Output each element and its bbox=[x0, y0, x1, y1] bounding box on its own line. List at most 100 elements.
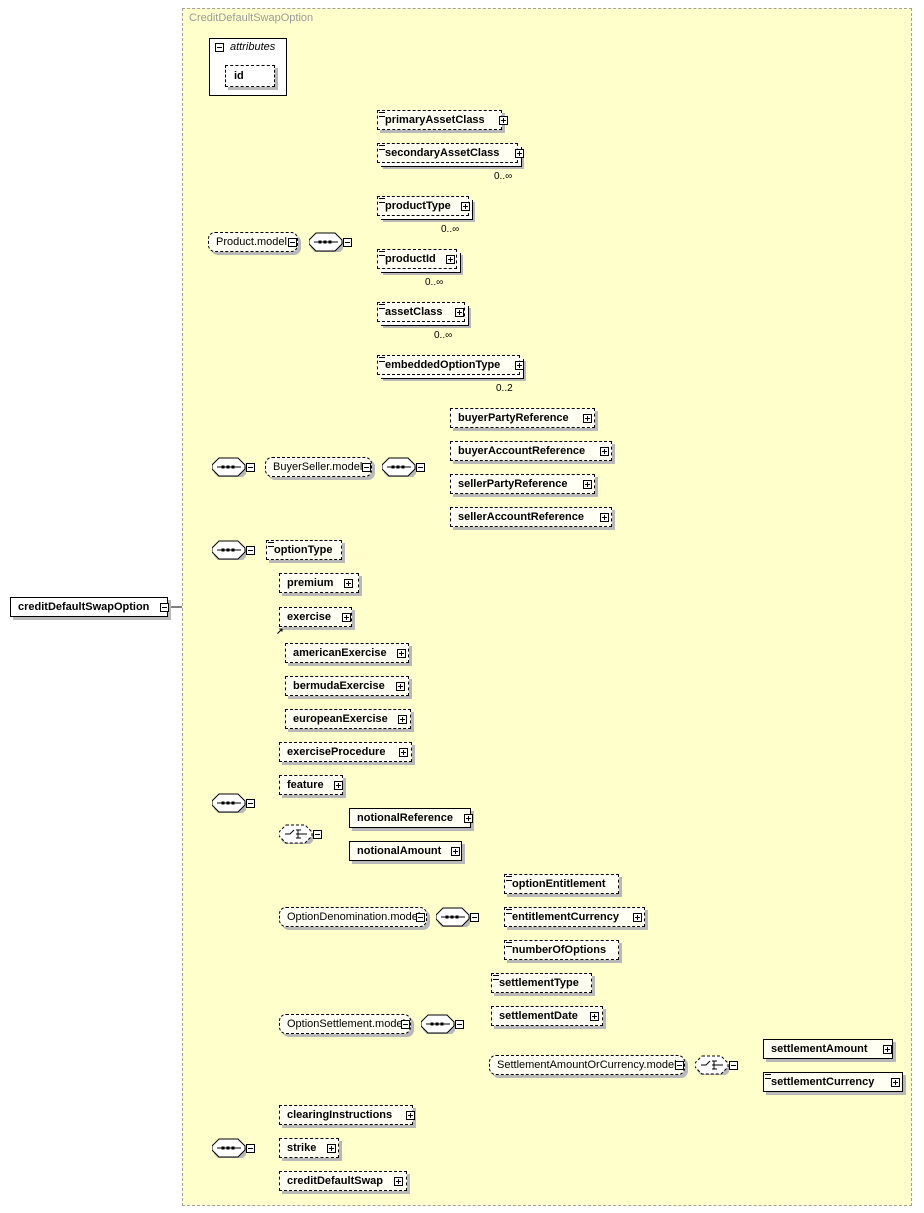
element-numberOfOptions[interactable]: numberOfOptions bbox=[504, 940, 619, 960]
element-premium[interactable]: premium bbox=[279, 573, 359, 593]
sequence-compositor-icon[interactable] bbox=[421, 1014, 455, 1034]
element-creditDefaultSwap[interactable]: creditDefaultSwap bbox=[279, 1171, 407, 1191]
choice-compositor-icon[interactable] bbox=[695, 1055, 729, 1075]
element-exerciseProcedure[interactable]: exerciseProcedure bbox=[279, 742, 412, 762]
group-optionsettlement-model[interactable]: OptionSettlement.model bbox=[279, 1014, 411, 1034]
element-europeanExercise[interactable]: europeanExercise bbox=[285, 709, 411, 729]
expand-icon[interactable] bbox=[406, 1111, 415, 1120]
element-optionEntitlement[interactable]: optionEntitlement bbox=[504, 874, 619, 894]
expand-icon[interactable] bbox=[397, 649, 406, 658]
element-label: entitlementCurrency bbox=[512, 911, 619, 923]
element-buyerAccountReference[interactable]: buyerAccountReference bbox=[450, 441, 612, 461]
collapse-icon[interactable] bbox=[160, 603, 169, 612]
element-label: settlementAmount bbox=[771, 1043, 868, 1055]
attribute-id[interactable]: id bbox=[225, 65, 275, 87]
sequence-compositor-icon[interactable] bbox=[436, 907, 470, 927]
expand-icon[interactable] bbox=[461, 202, 470, 211]
element-sellerPartyReference[interactable]: sellerPartyReference bbox=[450, 474, 595, 494]
expand-icon[interactable] bbox=[600, 447, 609, 456]
group-optiondenomination-model[interactable]: OptionDenomination.model bbox=[279, 907, 427, 927]
element-settlementAmount[interactable]: settlementAmount bbox=[763, 1039, 893, 1059]
sequence-compositor-icon[interactable] bbox=[212, 540, 246, 560]
element-primaryAssetClass[interactable]: primaryAssetClass bbox=[377, 110, 502, 130]
expand-icon[interactable] bbox=[396, 682, 405, 691]
element-settlementType[interactable]: settlementType bbox=[491, 973, 592, 993]
collapse-icon[interactable] bbox=[246, 799, 255, 808]
collapse-icon[interactable] bbox=[362, 463, 371, 472]
collapse-icon[interactable] bbox=[729, 1061, 738, 1070]
element-assetClass[interactable]: assetClass bbox=[377, 302, 465, 322]
collapse-icon[interactable] bbox=[470, 913, 479, 922]
element-secondaryAssetClass[interactable]: secondaryAssetClass bbox=[377, 143, 518, 163]
sequence-compositor-icon[interactable] bbox=[382, 457, 416, 477]
expand-icon[interactable] bbox=[590, 1012, 599, 1021]
collapse-icon[interactable] bbox=[416, 913, 425, 922]
group-buyerseller-model[interactable]: BuyerSeller.model bbox=[265, 457, 372, 477]
group-label: SettlementAmountOrCurrency.model bbox=[497, 1059, 677, 1071]
group-product-model[interactable]: Product.model bbox=[208, 232, 298, 252]
expand-icon[interactable] bbox=[583, 414, 592, 423]
expand-icon[interactable] bbox=[327, 1144, 336, 1153]
collapse-icon[interactable] bbox=[313, 830, 322, 839]
collapse-icon[interactable] bbox=[246, 463, 255, 472]
collapse-icon[interactable] bbox=[416, 463, 425, 472]
collapse-icon[interactable] bbox=[246, 1144, 255, 1153]
collapse-icon[interactable] bbox=[215, 43, 224, 52]
expand-icon[interactable] bbox=[399, 748, 408, 757]
element-strike[interactable]: strike bbox=[279, 1138, 339, 1158]
element-settlementDate[interactable]: settlementDate bbox=[491, 1006, 603, 1026]
element-buyerPartyReference[interactable]: buyerPartyReference bbox=[450, 408, 595, 428]
element-notionalReference[interactable]: notionalReference bbox=[349, 808, 471, 828]
expand-icon[interactable] bbox=[891, 1078, 900, 1087]
expand-icon[interactable] bbox=[394, 1177, 403, 1186]
collapse-icon[interactable] bbox=[401, 1020, 410, 1029]
element-embeddedOptionType[interactable]: embeddedOptionType bbox=[377, 355, 520, 375]
expand-icon[interactable] bbox=[446, 255, 455, 264]
element-settlementCurrency[interactable]: settlementCurrency bbox=[763, 1072, 903, 1092]
expand-icon[interactable] bbox=[334, 781, 343, 790]
element-label: premium bbox=[287, 577, 334, 589]
expand-icon[interactable] bbox=[344, 579, 353, 588]
element-sellerAccountReference[interactable]: sellerAccountReference bbox=[450, 507, 612, 527]
element-entitlementCurrency[interactable]: entitlementCurrency bbox=[504, 907, 645, 927]
element-label: buyerAccountReference bbox=[458, 445, 586, 457]
cardinality: 0..∞ bbox=[494, 171, 513, 182]
expand-icon[interactable] bbox=[398, 715, 407, 724]
element-label: creditDefaultSwap bbox=[287, 1175, 383, 1187]
sequence-compositor-icon[interactable] bbox=[212, 1138, 246, 1158]
element-optionType[interactable]: optionType bbox=[266, 540, 342, 560]
expand-icon[interactable] bbox=[464, 814, 473, 823]
expand-icon[interactable] bbox=[633, 913, 642, 922]
expand-icon[interactable] bbox=[342, 613, 351, 622]
expand-icon[interactable] bbox=[583, 480, 592, 489]
collapse-icon[interactable] bbox=[455, 1020, 464, 1029]
collapse-icon[interactable] bbox=[288, 238, 297, 247]
element-label: optionEntitlement bbox=[512, 878, 606, 890]
choice-compositor-icon[interactable] bbox=[279, 824, 313, 844]
element-notionalAmount[interactable]: notionalAmount bbox=[349, 841, 462, 861]
element-americanExercise[interactable]: americanExercise bbox=[285, 643, 409, 663]
expand-icon[interactable] bbox=[515, 361, 524, 370]
element-feature[interactable]: feature bbox=[279, 775, 343, 795]
expand-icon[interactable] bbox=[455, 308, 464, 317]
root-element[interactable]: creditDefaultSwapOption bbox=[10, 597, 168, 617]
element-productId[interactable]: productId bbox=[377, 249, 457, 269]
expand-icon[interactable] bbox=[499, 116, 508, 125]
sequence-compositor-icon[interactable] bbox=[309, 232, 343, 252]
expand-icon[interactable] bbox=[600, 513, 609, 522]
element-productType[interactable]: productType bbox=[377, 196, 469, 216]
expand-icon[interactable] bbox=[515, 149, 524, 158]
collapse-icon[interactable] bbox=[343, 238, 352, 247]
element-label: europeanExercise bbox=[293, 713, 388, 725]
documentation-icon bbox=[493, 975, 499, 980]
expand-icon[interactable] bbox=[883, 1045, 892, 1054]
collapse-icon[interactable] bbox=[246, 546, 255, 555]
expand-icon[interactable] bbox=[451, 847, 460, 856]
sequence-compositor-icon[interactable] bbox=[212, 793, 246, 813]
element-bermudaExercise[interactable]: bermudaExercise bbox=[285, 676, 409, 696]
element-exercise[interactable]: exercise bbox=[279, 607, 352, 627]
sequence-compositor-icon[interactable] bbox=[212, 457, 246, 477]
element-clearingInstructions[interactable]: clearingInstructions bbox=[279, 1105, 413, 1125]
collapse-icon[interactable] bbox=[675, 1061, 684, 1070]
group-settlementamountorcurrency-model[interactable]: SettlementAmountOrCurrency.model bbox=[489, 1055, 685, 1075]
